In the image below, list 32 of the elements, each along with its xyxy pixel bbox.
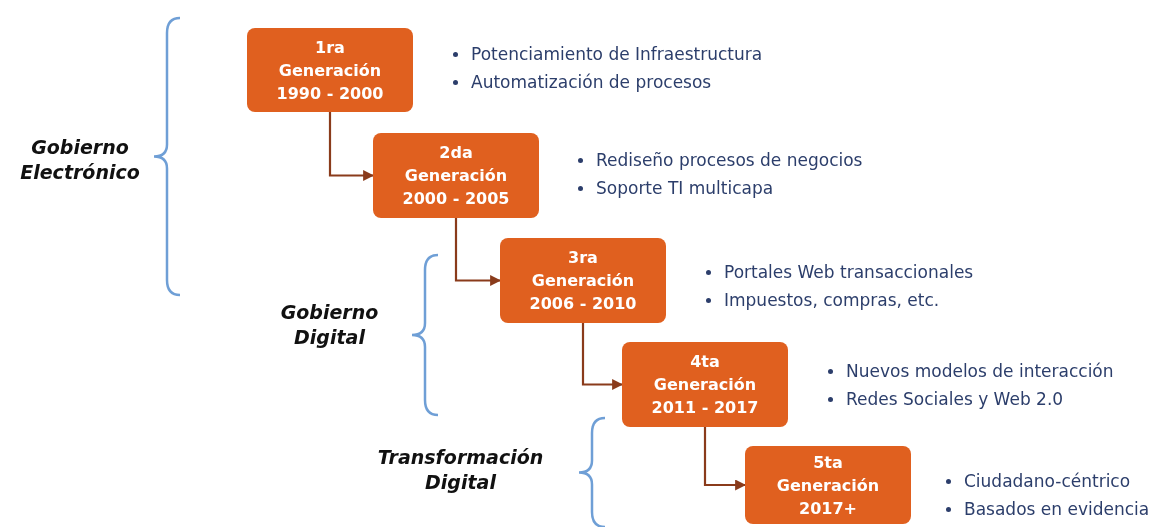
arrow xyxy=(581,323,624,390)
generation-box xyxy=(745,446,911,524)
bullet-text: Soporte TI multicapa xyxy=(596,177,774,200)
generation-box xyxy=(373,133,539,218)
generation-title: 5ta Generación xyxy=(775,451,881,497)
bullet-text: Automatización de procesos xyxy=(471,71,712,94)
generation-box xyxy=(500,238,666,323)
arrow xyxy=(328,112,375,181)
generation-title: 3ra Generación xyxy=(530,247,636,292)
generation-title: 4ta Generación xyxy=(652,351,758,396)
bullet-text: Redes Sociales y Web 2.0 xyxy=(846,388,1064,411)
generation-title: 1ra Generación xyxy=(277,36,383,82)
bullet-text: Portales Web transaccionales xyxy=(724,261,974,284)
phase-label: Gobierno Electrónico xyxy=(19,135,141,185)
bullet-text: Impuestos, compras, etc. xyxy=(724,289,940,312)
year-range: 2017+ xyxy=(799,497,857,520)
year-range: 2006 - 2010 xyxy=(529,293,637,315)
bullet-text: Rediseño procesos de negocios xyxy=(596,149,863,172)
phase-label: Gobierno Digital xyxy=(279,300,380,350)
year-range: 2000 - 2005 xyxy=(402,188,510,210)
arrow xyxy=(703,427,747,491)
bullet-text: Basados en evidencia xyxy=(964,498,1150,521)
bullet-text: Potenciamiento de Infraestructura xyxy=(471,43,763,66)
year-range: 1990 - 2000 xyxy=(276,82,384,105)
year-range: 2011 - 2017 xyxy=(651,397,759,419)
generation-box xyxy=(247,28,413,112)
generation-title: 2da Generación xyxy=(403,142,509,187)
bullet-text: Ciudadano-céntrico xyxy=(964,470,1131,493)
generation-box xyxy=(622,342,788,427)
phase-label: Transformación Digital xyxy=(376,445,545,495)
bullet-text: Nuevos modelos de interacción xyxy=(846,360,1114,383)
arrow xyxy=(454,218,502,286)
